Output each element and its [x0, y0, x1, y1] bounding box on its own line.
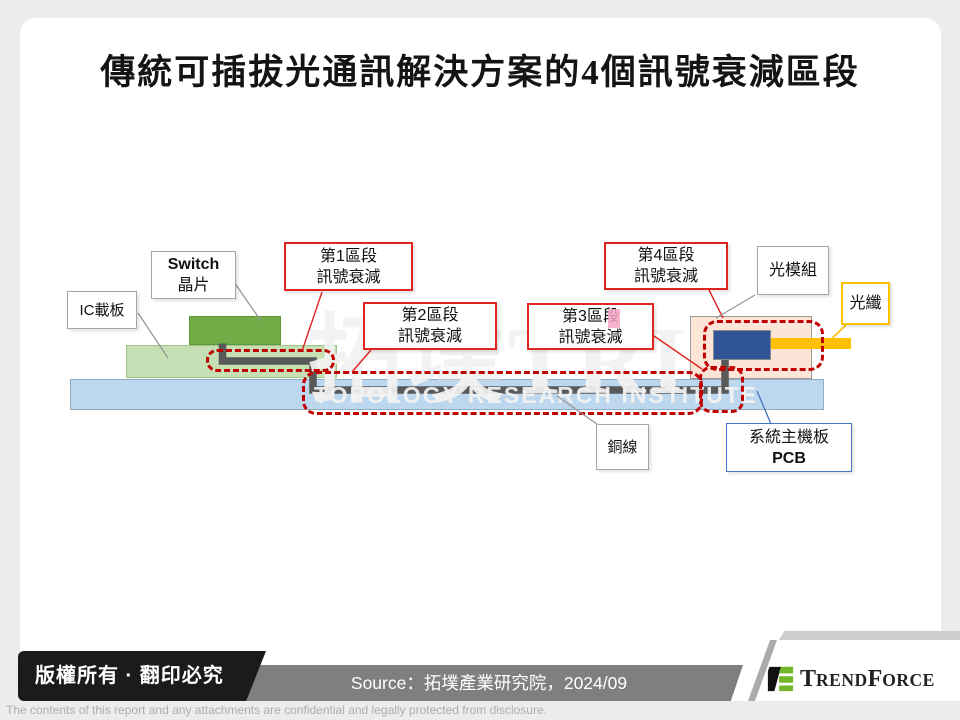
footer-copyright-ribbon: 版權所有 · 翻印必究 — [18, 651, 266, 701]
label-optical-fiber-text: 光纖 — [849, 295, 882, 312]
label-ic-substrate-text: IC載板 — [79, 301, 125, 319]
trendforce-logo: TRENDFORCE — [766, 665, 935, 693]
label-mainboard-line2: PCB — [772, 449, 806, 467]
label-segment-1-line2: 訊號衰減 — [316, 268, 381, 286]
label-segment-3-line1: 第3區段 — [562, 307, 619, 325]
attenuation-zone-3 — [699, 366, 744, 413]
label-switch-line1: Switch — [167, 256, 220, 273]
label-copper-wire: 銅線 — [596, 424, 649, 470]
footer-brand-panel: TRENDFORCE — [757, 640, 960, 701]
footer-disclaimer: The contents of this report and any atta… — [6, 703, 547, 717]
pink-highlight-mark — [608, 309, 620, 328]
label-segment-4-line1: 第4區段 — [637, 247, 695, 264]
brand-t: T — [800, 665, 817, 692]
label-segment-3: 第3區段 訊號衰減 — [527, 303, 654, 350]
footer-top-strip — [779, 631, 960, 640]
brand-rend: REND — [816, 669, 868, 690]
page-title: 傳統可插拔光通訊解決方案的4個訊號衰減區段 — [100, 53, 860, 92]
label-segment-1-line1: 第1區段 — [320, 247, 377, 265]
trendforce-logo-icon — [767, 666, 794, 692]
label-segment-2: 第2區段 訊號衰減 — [363, 302, 497, 350]
label-optical-module: 光模組 — [757, 246, 829, 295]
label-segment-3-line2: 訊號衰減 — [558, 328, 623, 346]
footer-source-text: Source：拓墣產業研究院，2024/09 — [350, 673, 628, 693]
label-ic-substrate: IC載板 — [67, 291, 137, 329]
brand-orce: ORCE — [882, 669, 935, 690]
brand-f: F — [867, 665, 883, 692]
label-mainboard-pcb: 系統主機板 PCB — [726, 423, 852, 472]
footer-copyright-text: 版權所有 · 翻印必究 — [35, 665, 224, 687]
optical-module-chip-shape — [713, 330, 771, 360]
attenuation-zone-1 — [206, 349, 335, 372]
trendforce-logo-text: TRENDFORCE — [800, 666, 935, 693]
optical-fiber-shape — [771, 338, 851, 349]
label-mainboard-line1: 系統主機板 — [748, 428, 829, 446]
label-switch-line2: 晶片 — [177, 277, 210, 294]
switch-chip-shape — [189, 316, 281, 345]
label-segment-2-line2: 訊號衰減 — [397, 328, 462, 345]
label-optical-module-text: 光模組 — [768, 262, 817, 279]
label-segment-4: 第4區段 訊號衰減 — [604, 242, 728, 290]
label-copper-wire-text: 銅線 — [607, 438, 638, 456]
attenuation-zone-4 — [703, 320, 824, 371]
label-switch-chip: Switch 晶片 — [151, 251, 236, 299]
label-optical-fiber: 光纖 — [841, 282, 890, 325]
footer-source-bar: Source：拓墣產業研究院，2024/09 — [235, 665, 743, 701]
label-segment-1: 第1區段 訊號衰減 — [284, 242, 413, 291]
label-segment-4-line2: 訊號衰減 — [633, 268, 698, 285]
label-segment-2-line1: 第2區段 — [401, 307, 459, 324]
